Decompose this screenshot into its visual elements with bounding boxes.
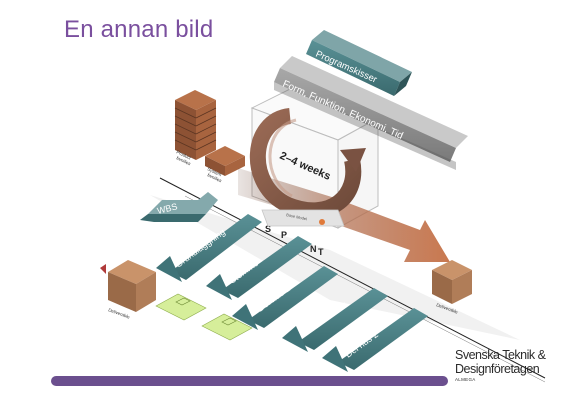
program-sketch-band [306, 30, 412, 96]
deliverable-box-left [108, 260, 156, 312]
red-marker [100, 264, 106, 274]
arrow-stomme [206, 236, 312, 300]
product-families-label-1: Product [176, 149, 193, 160]
sprint-letter: T [318, 247, 324, 257]
green-notes [155, 293, 253, 341]
deliverable-box-right [432, 260, 472, 304]
arrow-grundlaggning [156, 214, 262, 282]
system-families-label-1: System [207, 166, 223, 177]
system-families-label-2: families [207, 172, 224, 183]
base-model-label: Base Model [286, 212, 308, 221]
green-note [201, 313, 253, 341]
logo-sub: ALMEGA [455, 377, 476, 382]
brown-flow-arrow [238, 168, 450, 262]
orange-marker [319, 219, 325, 225]
logo-line-2: Designföretagen [455, 362, 540, 376]
logo-line-1: Svenska Teknik & [455, 348, 546, 362]
form-band [274, 56, 468, 170]
product-families-label-2: families [176, 155, 193, 166]
arrow-label-wbs: WBS [156, 201, 178, 216]
arrow-wbs [140, 192, 218, 222]
system-families-stack [205, 146, 245, 176]
timeline-line [159, 177, 546, 379]
sprint-letter: P [281, 230, 287, 240]
product-families-stack [174, 90, 217, 160]
deliverable-label-left: Deliverable [108, 307, 131, 320]
slide-title: En annan bild [64, 16, 214, 43]
company-logo: Svenska Teknik & Designföretagen ALMEGA [455, 348, 563, 383]
arrow-installationer [282, 288, 388, 352]
arrow-del-hus-1 [232, 266, 338, 330]
bottom-accent-bar [51, 376, 448, 386]
teal-arrows [140, 192, 428, 372]
green-note [155, 293, 207, 321]
arrow-del-hus-2 [322, 308, 428, 372]
sprint-letter: N [310, 244, 317, 254]
sprint-letter: S [265, 224, 271, 234]
